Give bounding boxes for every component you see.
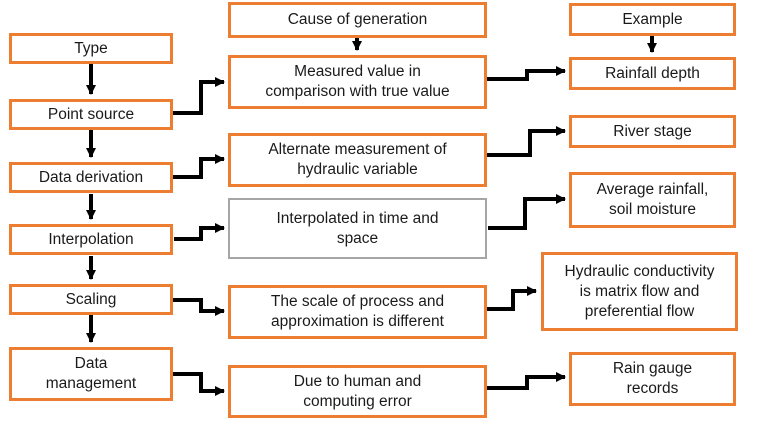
stage-box-data-derivation-label: Data derivation [38, 168, 144, 186]
example-box-rainfall-depth-label: Rainfall depth [605, 64, 700, 82]
connector-scale-to-hydraulic-conductivity [486, 286, 537, 311]
connector-data-management-to-cause [173, 372, 225, 396]
stage-box-scaling-label: Scaling [65, 290, 117, 308]
cause-box-interpolated: Interpolated in time and space [228, 198, 487, 259]
example-box-hydraulic-conductivity-label: Hydraulic conductivity is matrix flow an… [564, 262, 715, 320]
cause-box-interpolated-label: Interpolated in time and space [276, 209, 439, 247]
cause-box-scale-of-process: The scale of process and approximation i… [228, 285, 487, 339]
example-box-average-rainfall-label: Average rainfall, soil moisture [596, 181, 709, 218]
header-cause-label: Cause of generation [287, 11, 428, 28]
connector-scaling-to-cause [173, 298, 225, 316]
example-box-river-stage-label: River stage [613, 122, 692, 140]
cause-box-alternate-measurement: Alternate measurement of hydraulic varia… [228, 133, 487, 187]
stage-box-scaling: Scaling [9, 284, 173, 315]
connector-human-error-to-rain-gauge [486, 372, 566, 390]
cause-box-human-error: Due to human and computing error [228, 365, 487, 418]
cause-box-measured-value-label: Measured value in comparison with true v… [265, 63, 450, 100]
cause-box-scale-of-process-label: The scale of process and approximation i… [270, 293, 445, 330]
cause-box-human-error-label: Due to human and computing error [293, 372, 422, 410]
example-box-rain-gauge-label: Rain gauge records [612, 360, 693, 397]
connector-measured-to-rainfall-depth [487, 66, 566, 81]
stage-box-data-management: Data management [9, 347, 173, 401]
example-box-rainfall-depth: Rainfall depth [569, 57, 736, 90]
stage-box-interpolation: Interpolation [9, 224, 173, 255]
stage-box-type: Type [9, 33, 173, 64]
cause-box-measured-value: Measured value in comparison with true v… [228, 55, 487, 109]
connector-interpolation-to-cause [174, 223, 225, 241]
stage-box-point-source-label: Point source [47, 105, 135, 123]
connector-interpolated-to-average-rainfall [488, 194, 566, 230]
header-box-cause-of-generation: Cause of generation [228, 2, 487, 38]
stage-box-type-label: Type [74, 39, 108, 57]
stage-box-data-management-label: Data management [45, 355, 137, 392]
example-box-average-rainfall: Average rainfall, soil moisture [569, 172, 736, 228]
connector-alternate-to-river-stage [487, 126, 566, 157]
header-example-label: Example [622, 10, 683, 28]
stage-box-point-source: Point source [9, 99, 173, 130]
stage-box-data-derivation: Data derivation [9, 162, 173, 193]
stage-box-interpolation-label: Interpolation [48, 230, 134, 248]
example-box-rain-gauge: Rain gauge records [569, 352, 736, 406]
example-box-river-stage: River stage [569, 115, 736, 148]
cause-box-alternate-measurement-label: Alternate measurement of hydraulic varia… [268, 141, 447, 178]
example-box-hydraulic-conductivity: Hydraulic conductivity is matrix flow an… [541, 252, 738, 331]
connector-data-derivation-to-cause [173, 154, 225, 179]
connector-point-source-to-cause [173, 77, 225, 115]
header-box-example: Example [569, 3, 736, 36]
